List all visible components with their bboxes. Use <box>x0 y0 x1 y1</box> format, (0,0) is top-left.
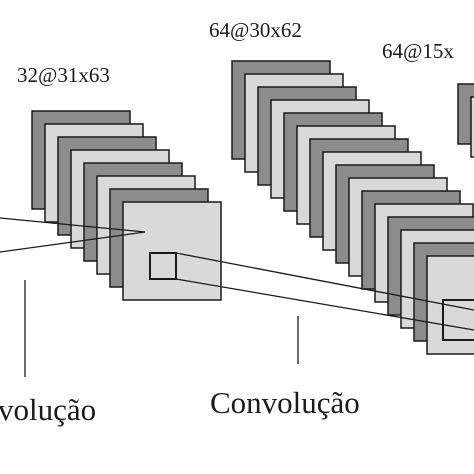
layer2-dimensions-label: 64@30x62 <box>209 18 302 42</box>
feature-map-front <box>122 201 222 301</box>
feature-map-stack-layer1 <box>31 110 222 301</box>
feature-map-stack-layer3 <box>457 83 474 158</box>
feature-map-stack-layer2 <box>231 60 474 355</box>
projection-line <box>175 278 474 331</box>
projection-line <box>0 231 146 253</box>
layer-caption-left: volução <box>0 392 96 427</box>
layer3-dimensions-label: 64@15x <box>382 39 454 63</box>
layer1-dimensions-label: 32@31x63 <box>17 63 110 87</box>
kernel-square-layer2 <box>442 299 474 341</box>
projection-line <box>175 252 474 311</box>
feature-map <box>470 96 474 158</box>
kernel-square-layer1 <box>149 252 177 280</box>
feature-map <box>457 83 474 145</box>
layer-caption-right: Convolução <box>210 385 360 420</box>
projection-line <box>0 217 146 233</box>
